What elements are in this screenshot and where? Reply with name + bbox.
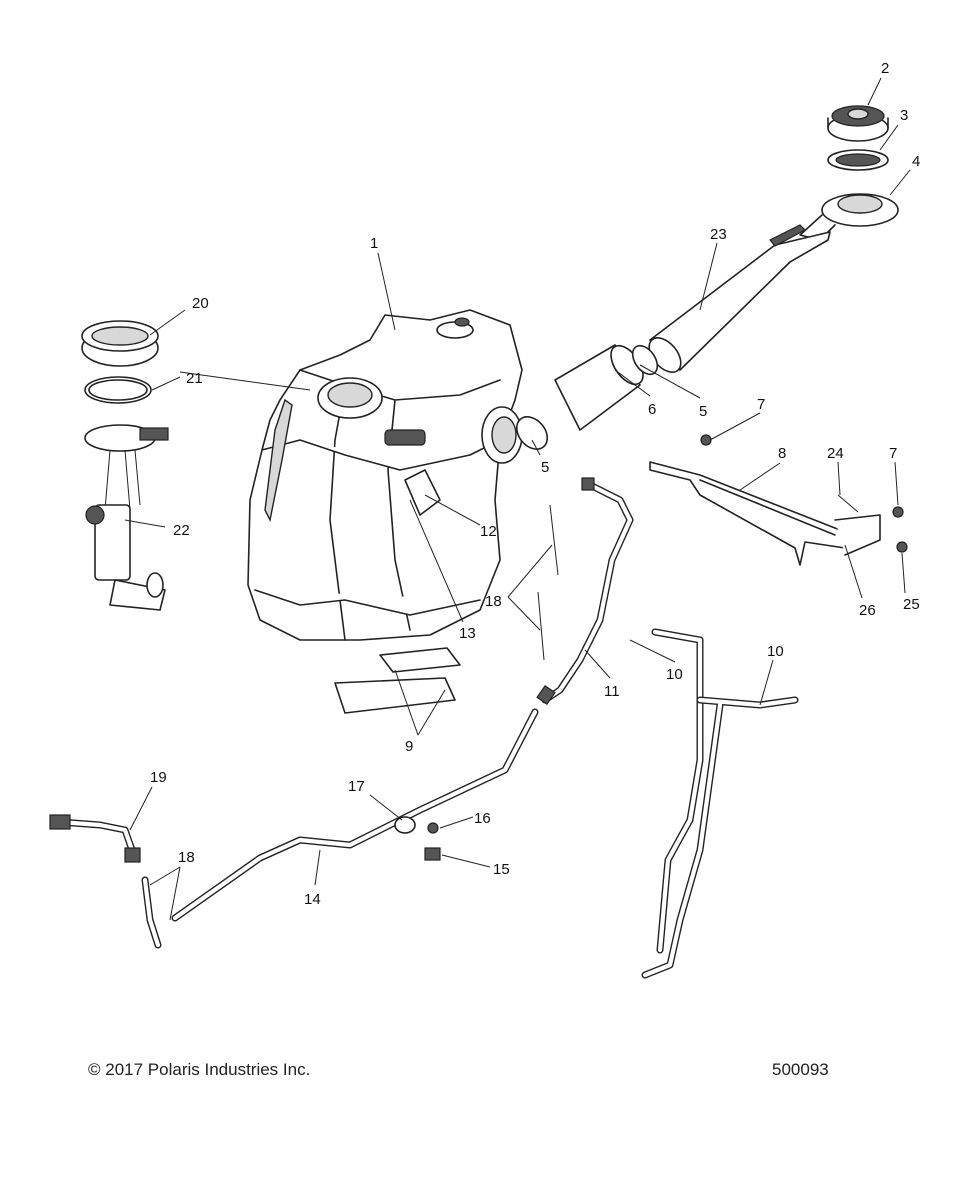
tie-strap-18-b (537, 591, 545, 661)
callout-13: 13 (459, 625, 476, 642)
callout-21: 21 (186, 370, 203, 387)
callout-25: 25 (903, 596, 920, 613)
callout-23: 23 (710, 226, 727, 243)
callout-4: 4 (912, 153, 920, 170)
lock-ring (81, 320, 159, 367)
callout-12: 12 (480, 523, 497, 540)
fuel-cap (827, 105, 889, 142)
callout-19: 19 (150, 769, 167, 786)
callout-6: 6 (648, 401, 656, 418)
callout-9: 9 (405, 738, 413, 755)
callout-22: 22 (173, 522, 190, 539)
callout-2: 2 (881, 60, 889, 77)
clip-17 (394, 816, 416, 834)
hose-clamp-lower (515, 416, 549, 450)
filler-neck (799, 193, 899, 241)
callout-24: 24 (827, 445, 844, 462)
drawing-number: 500093 (772, 1060, 829, 1079)
callout-15: 15 (493, 861, 510, 878)
callout-labels: 2 3 4 23 1 20 21 5 6 7 5 8 24 7 22 12 18… (150, 60, 920, 908)
nut-25 (896, 541, 908, 553)
filler-tube (648, 224, 831, 373)
fuel-pump-assembly (84, 424, 169, 611)
callout-10-right: 10 (767, 643, 784, 660)
bolt-24 (837, 494, 859, 513)
fuel-line-11 (536, 477, 634, 706)
callout-7-left: 7 (757, 396, 765, 413)
vent-line-10 (641, 628, 799, 979)
callout-5-upper: 5 (699, 403, 707, 420)
leader-lines (124, 77, 911, 921)
callout-20: 20 (192, 295, 209, 312)
callout-1: 1 (370, 235, 378, 252)
callout-11: 11 (604, 683, 620, 700)
clip-15 (424, 847, 441, 861)
callout-5-lower: 5 (541, 459, 549, 476)
tank-bracket (649, 461, 881, 566)
fuel-tank (247, 309, 523, 641)
screw-16 (427, 822, 439, 834)
callout-14: 14 (304, 891, 321, 908)
insulator-pad-lower (334, 677, 456, 714)
callout-3: 3 (900, 107, 908, 124)
callout-17: 17 (348, 778, 365, 795)
copyright-notice: © 2017 Polaris Industries Inc. (88, 1060, 311, 1079)
callout-8: 8 (778, 445, 786, 462)
bolt-7-b (892, 506, 904, 518)
tie-strap-18-a (549, 504, 559, 576)
fuel-line-14 (171, 708, 539, 922)
callout-18-lower: 18 (178, 849, 195, 866)
fuel-line-19 (49, 814, 162, 949)
callout-16: 16 (474, 810, 491, 827)
callout-7-right: 7 (889, 445, 897, 462)
callout-18-upper: 18 (485, 593, 502, 610)
cap-gasket (827, 149, 889, 171)
callout-26: 26 (859, 602, 876, 619)
callout-10-left: 10 (666, 666, 683, 683)
insulator-pad-upper (379, 647, 461, 673)
bolt-7-a (700, 434, 712, 446)
